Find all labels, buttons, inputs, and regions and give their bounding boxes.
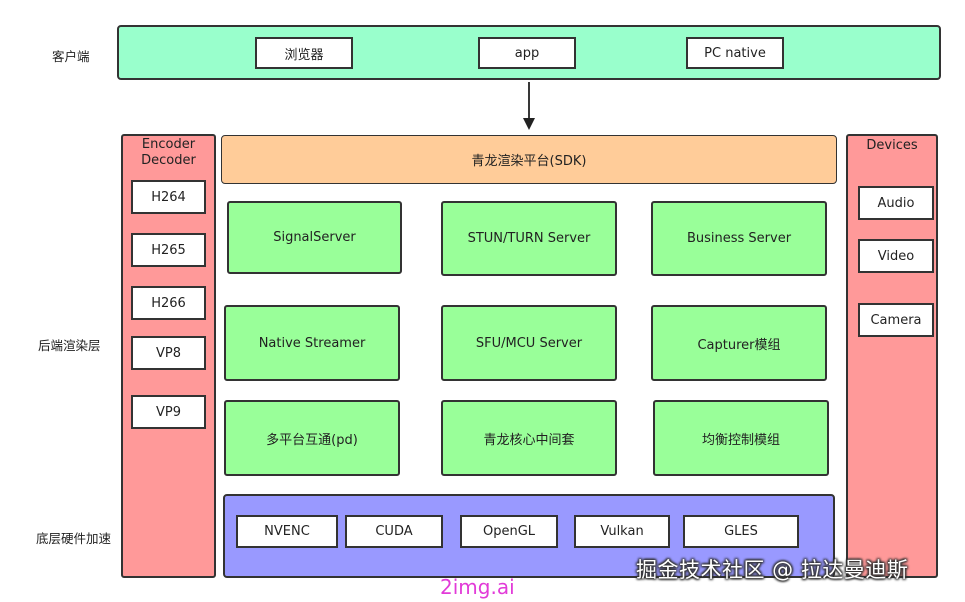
hw-vulkan: Vulkan (574, 515, 670, 548)
hw-nvenc: NVENC (236, 515, 338, 548)
hw-cuda: CUDA (345, 515, 443, 548)
codec-vp8: VP8 (131, 336, 206, 370)
module-signal-server: SignalServer (227, 201, 402, 274)
codec-h265: H265 (131, 233, 206, 267)
device-video: Video (858, 239, 934, 273)
module-capturer: Capturer模组 (651, 305, 827, 381)
encoder-decoder-title: Encoder Decoder (141, 137, 196, 168)
device-audio: Audio (858, 186, 934, 220)
codec-h266: H266 (131, 286, 206, 320)
module-multi-platform: 多平台互通(pd) (224, 400, 400, 476)
client-layer-label: 客户端 (52, 49, 90, 64)
devices-title: Devices (866, 138, 918, 153)
watermark-2img: 2img.ai (440, 575, 515, 599)
module-balance-control: 均衡控制模组 (653, 400, 829, 476)
backend-layer-label: 后端渲染层 (38, 338, 101, 353)
client-pc-native: PC native (686, 37, 784, 69)
module-sfu-mcu-server: SFU/MCU Server (441, 305, 617, 381)
client-to-sdk-arrow (523, 82, 535, 130)
sdk-bar: 青龙渲染平台(SDK) (221, 135, 837, 184)
watermark-text: 掘金技术社区 @ 拉达曼迪斯 (636, 558, 909, 582)
module-qinglong-core: 青龙核心中间套 (441, 400, 617, 476)
client-browser: 浏览器 (255, 37, 353, 69)
module-stun-turn-server: STUN/TURN Server (441, 201, 617, 276)
client-app: app (478, 37, 576, 69)
hw-opengl: OpenGL (460, 515, 558, 548)
module-business-server: Business Server (651, 201, 827, 276)
module-native-streamer: Native Streamer (224, 305, 400, 381)
client-container (117, 25, 941, 80)
codec-h264: H264 (131, 180, 206, 214)
device-camera: Camera (858, 303, 934, 337)
codec-vp9: VP9 (131, 395, 206, 429)
hardware-layer-label: 底层硬件加速 (36, 531, 112, 546)
hw-gles: GLES (683, 515, 799, 548)
